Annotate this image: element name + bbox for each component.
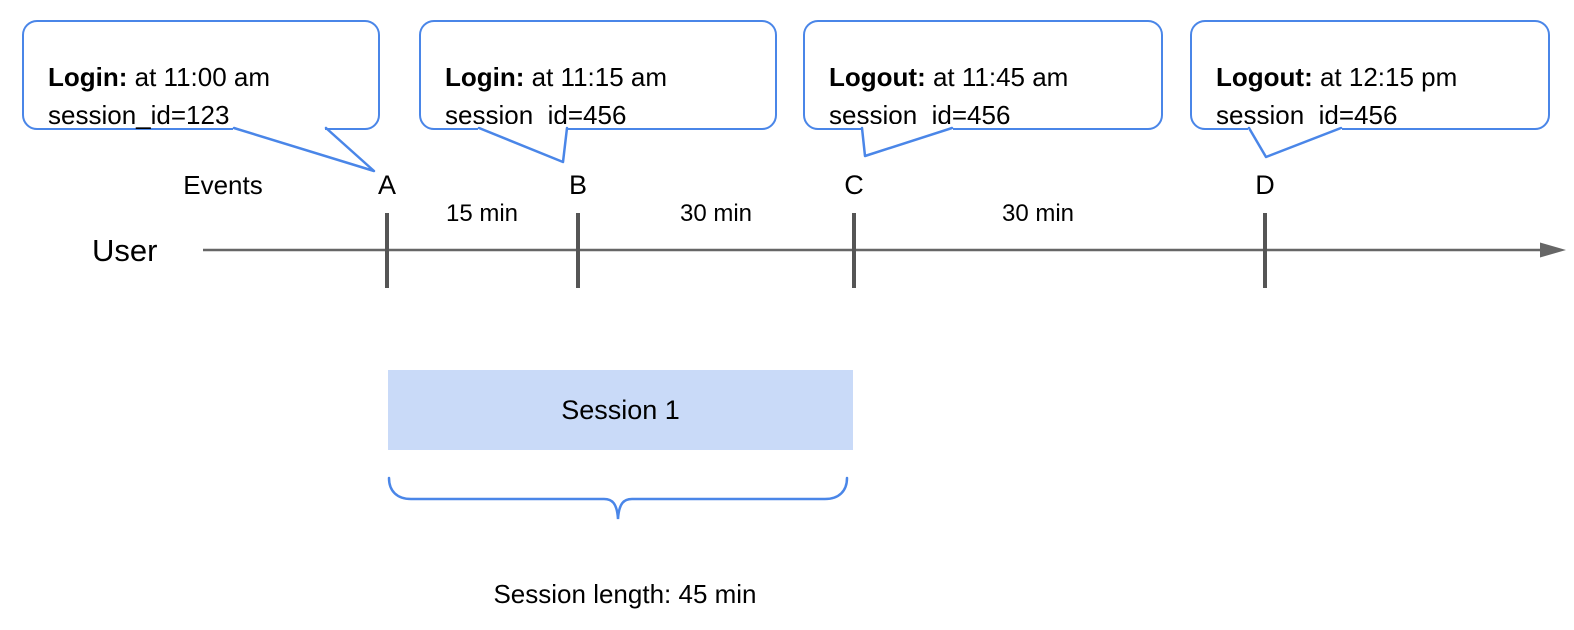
session-id-label: session_id=456 <box>829 100 1011 130</box>
callout-event-line: Logout: at 11:45 am <box>829 58 1143 96</box>
callout-logout-d: Logout: at 12:15 pm session_id=456 <box>1190 20 1550 130</box>
session-id-label: session_id=123 <box>48 100 230 130</box>
callout-event-line: Login: at 11:00 am <box>48 58 360 96</box>
callout-logout-c: Logout: at 11:45 am session_id=456 <box>803 20 1163 130</box>
user-row-label: User <box>92 233 158 268</box>
marker-letter-d: D <box>1255 170 1275 200</box>
timeline-arrowhead <box>1540 242 1566 258</box>
session-id-label: session_id=456 <box>1216 100 1398 130</box>
callout-event-line: Logout: at 12:15 pm <box>1216 58 1530 96</box>
event-time-label: at 11:00 am <box>127 62 271 92</box>
event-type-label: Login: <box>445 62 525 92</box>
event-type-label: Login: <box>48 62 128 92</box>
session-brace <box>387 476 849 520</box>
interval-label-cd: 30 min <box>1001 200 1075 227</box>
session-length-label: Session length: 45 min <box>493 579 757 609</box>
event-time-label: at 11:15 am <box>524 62 668 92</box>
marker-letter-c: C <box>844 170 864 200</box>
event-time-label: at 11:45 am <box>925 62 1069 92</box>
session-id-label: session_id=456 <box>445 100 627 130</box>
interval-label-bc: 30 min <box>679 200 753 227</box>
callout-event-line: Login: at 11:15 am <box>445 58 757 96</box>
event-type-label: Logout: <box>1216 62 1313 92</box>
events-label: Events <box>183 170 263 200</box>
session-box: Session 1 <box>388 370 853 450</box>
callout-login-b: Login: at 11:15 am session_id=456 <box>419 20 777 130</box>
event-type-label: Logout: <box>829 62 926 92</box>
event-time-label: at 12:15 pm <box>1312 62 1458 92</box>
session-box-label: Session 1 <box>561 394 680 425</box>
marker-letter-b: B <box>568 170 587 200</box>
interval-label-ab: 15 min <box>445 200 519 227</box>
callout-login-a: Login: at 11:00 am session_id=123 <box>22 20 380 130</box>
marker-letter-a: A <box>377 170 396 200</box>
